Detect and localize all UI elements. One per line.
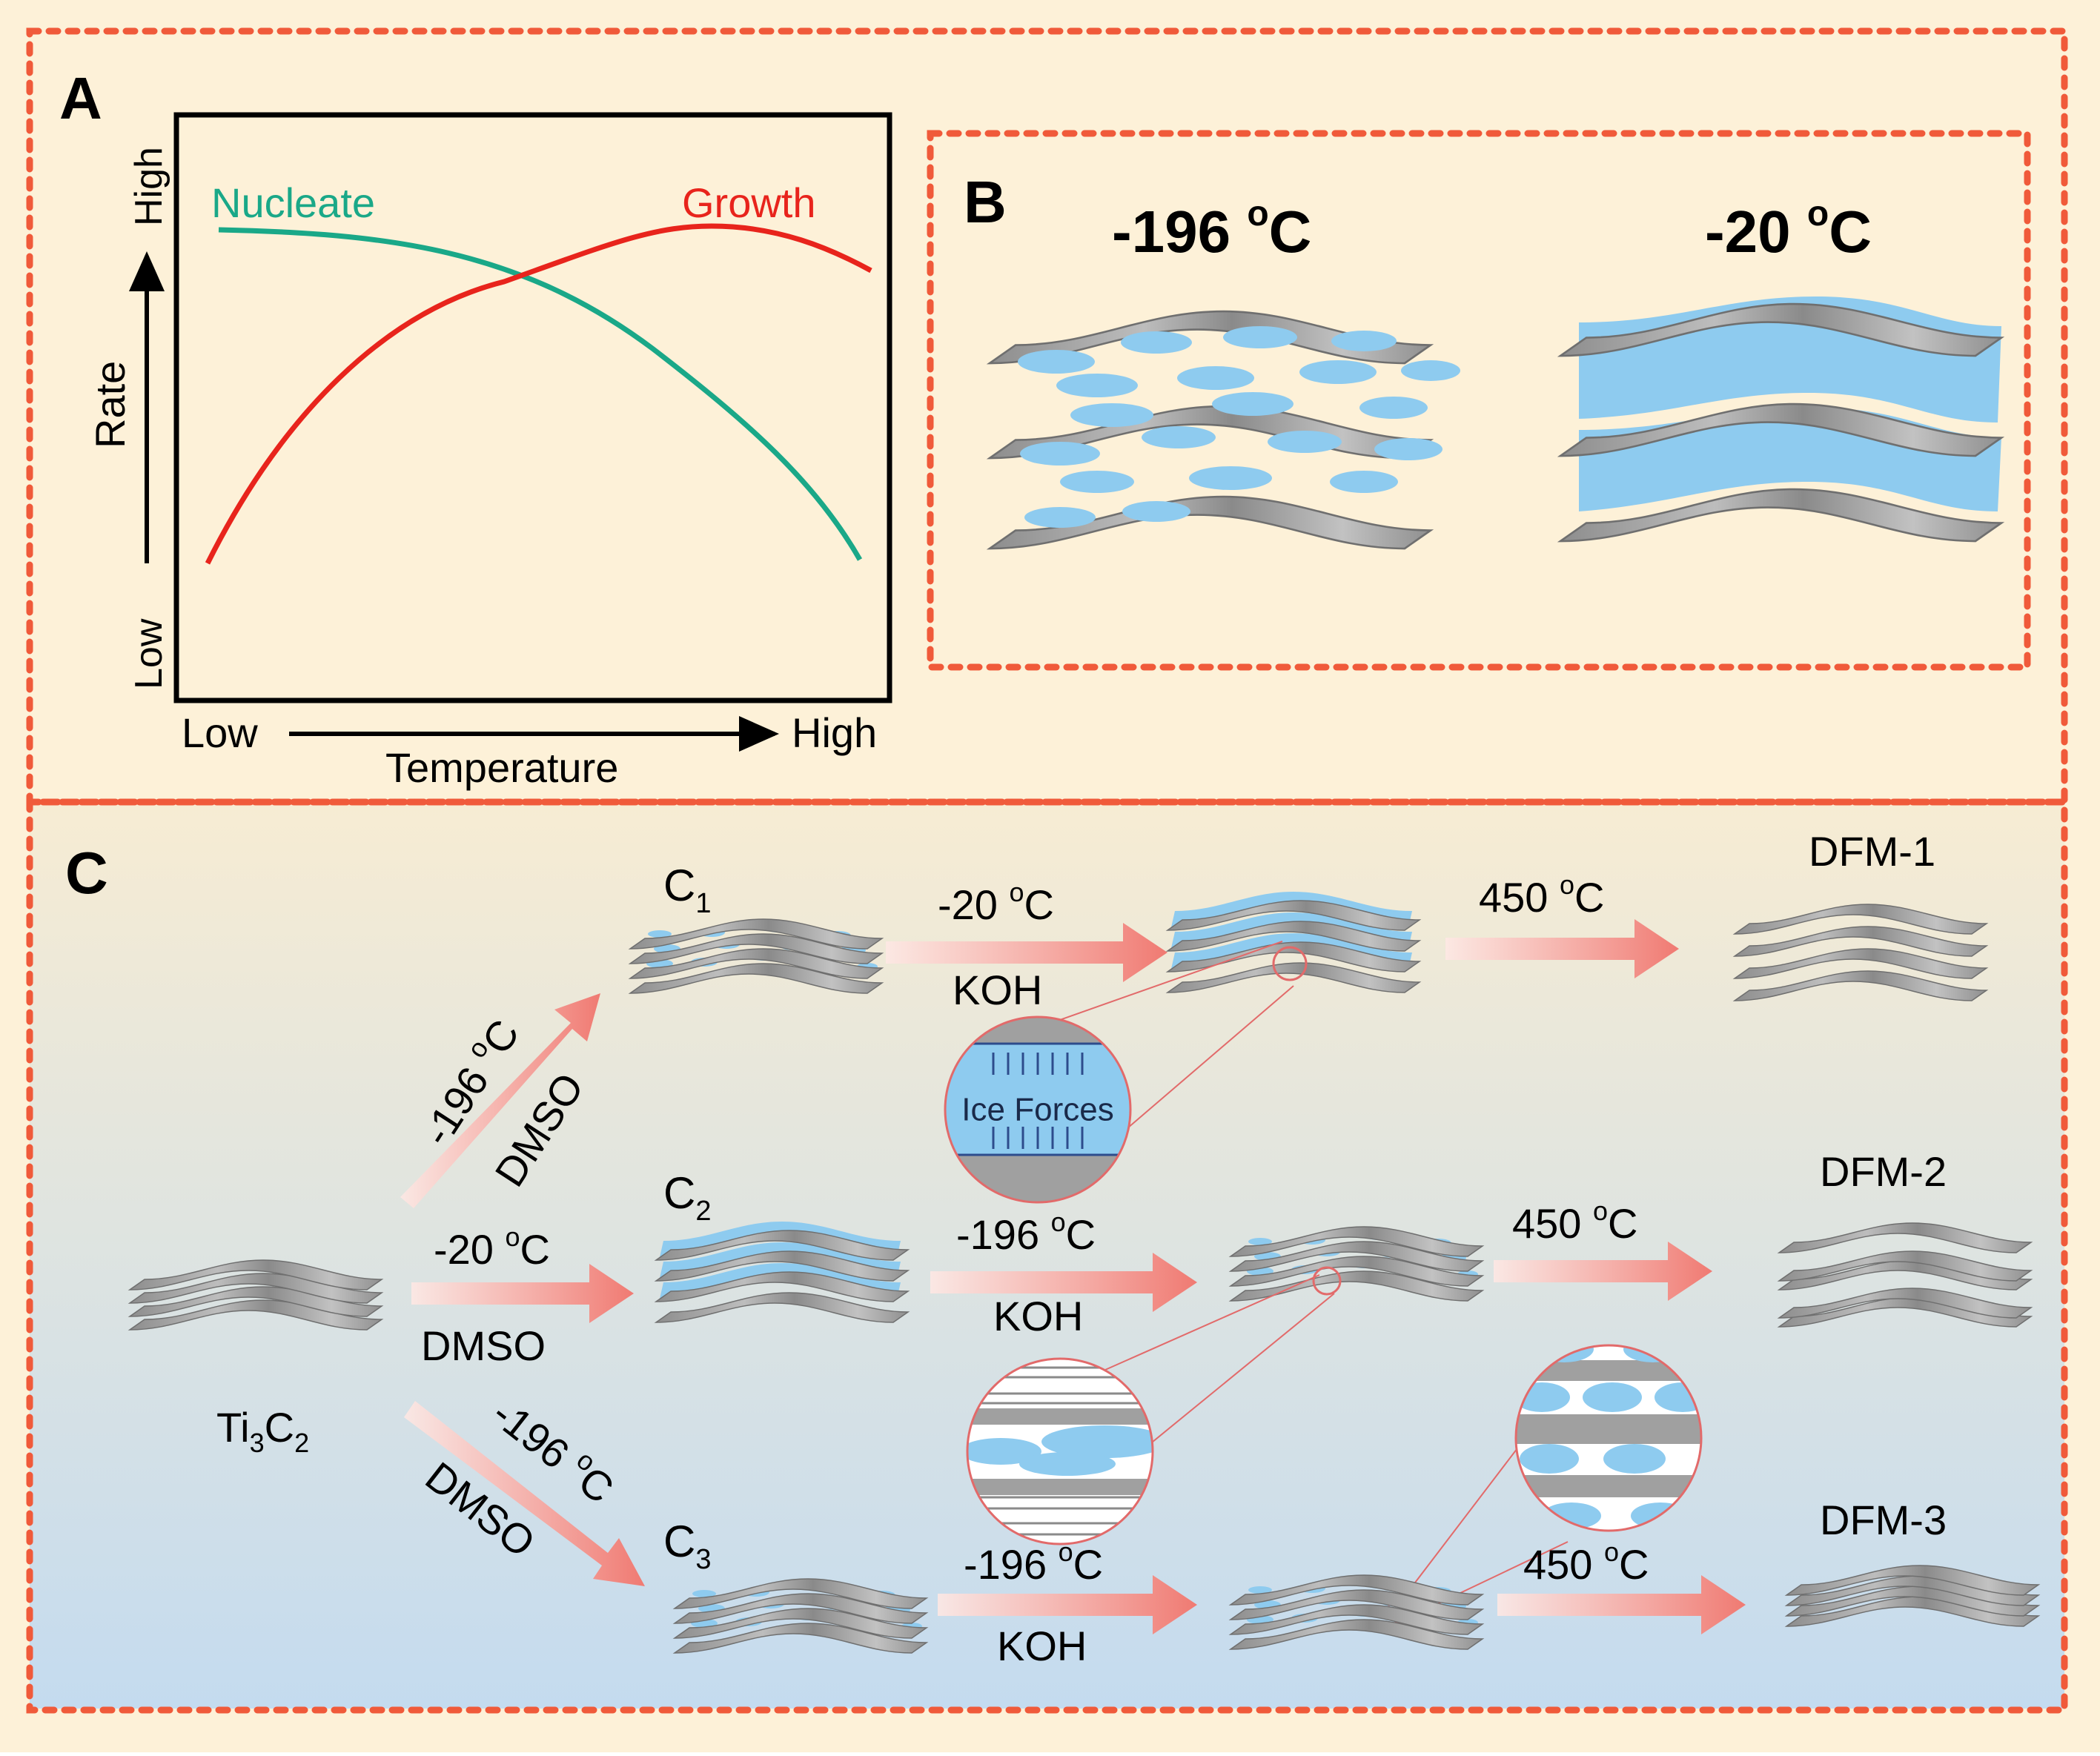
panel-ab-frame bbox=[26, 27, 2068, 806]
row3-arrow bbox=[938, 1575, 1197, 1634]
nucleate-curve bbox=[218, 227, 863, 561]
panel-b-temp1: -196 oC bbox=[1112, 194, 1311, 265]
c1-label: C1 bbox=[663, 861, 711, 919]
row2-anneal-temp: 450 oC bbox=[1512, 1196, 1637, 1247]
panel-b-frame bbox=[927, 130, 2031, 671]
row1-arrow bbox=[886, 923, 1167, 982]
row1-anneal-temp: 450 oC bbox=[1479, 869, 1604, 921]
row3-temp: -196 oC bbox=[964, 1537, 1103, 1588]
y-axis-high: High bbox=[127, 147, 170, 226]
x-axis-low: Low bbox=[182, 709, 258, 756]
row1-reagent: KOH bbox=[953, 967, 1042, 1013]
c2-label: C2 bbox=[663, 1168, 711, 1227]
panel-a-plot-frame bbox=[173, 112, 892, 703]
ti3c2-label: Ti3C2 bbox=[216, 1404, 309, 1458]
growth-curve bbox=[205, 223, 872, 565]
dfm1-label: DFM-1 bbox=[1809, 828, 1935, 875]
row3-anneal-arrow bbox=[1497, 1575, 1746, 1634]
row3-anneal-temp: 450 oC bbox=[1523, 1537, 1649, 1588]
row3-reagent: KOH bbox=[997, 1623, 1087, 1669]
dfm3-label: DFM-3 bbox=[1820, 1497, 1947, 1543]
arrow-to-c3 bbox=[404, 1401, 645, 1586]
panel-b-continuous-ice-stack bbox=[1559, 296, 2003, 543]
x-axis-high: High bbox=[792, 709, 877, 756]
row2-anneal-arrow bbox=[1494, 1242, 1712, 1301]
arrow-mid-temp: -20 oC bbox=[434, 1222, 550, 1273]
panel-c-frame bbox=[26, 798, 2068, 1714]
growth-label: Growth bbox=[682, 179, 816, 226]
panel-c-letter: C bbox=[65, 840, 108, 906]
row1-temp: -20 oC bbox=[938, 877, 1054, 928]
arrow-to-c2 bbox=[411, 1264, 634, 1323]
x-axis-label: Temperature bbox=[385, 744, 618, 791]
panel-b-ice-crystal-stack bbox=[988, 310, 1460, 550]
row2-reagent: KOH bbox=[993, 1293, 1083, 1339]
panel-b-temp2: -20 oC bbox=[1705, 194, 1872, 265]
panel-b-letter: B bbox=[964, 169, 1007, 235]
row1-anneal-arrow bbox=[1445, 919, 1679, 978]
panel-a-letter: A bbox=[59, 65, 102, 131]
c3-label: C3 bbox=[663, 1517, 711, 1575]
y-axis-label: Rate bbox=[87, 361, 133, 448]
ice-forces-label: Ice Forces bbox=[961, 1092, 1113, 1128]
arrow-mid-reagent: DMSO bbox=[421, 1322, 546, 1369]
row2-zoom-circle bbox=[966, 1266, 1342, 1545]
arrow-to-c1 bbox=[400, 993, 600, 1208]
row2-temp: -196 oC bbox=[956, 1207, 1096, 1258]
y-axis-low: Low bbox=[127, 618, 170, 689]
dfm2-label: DFM-2 bbox=[1820, 1148, 1947, 1195]
row2-arrow bbox=[930, 1253, 1197, 1312]
nucleate-label: Nucleate bbox=[211, 179, 375, 226]
ice-forces-zoom: Ice Forces bbox=[944, 941, 1308, 1204]
